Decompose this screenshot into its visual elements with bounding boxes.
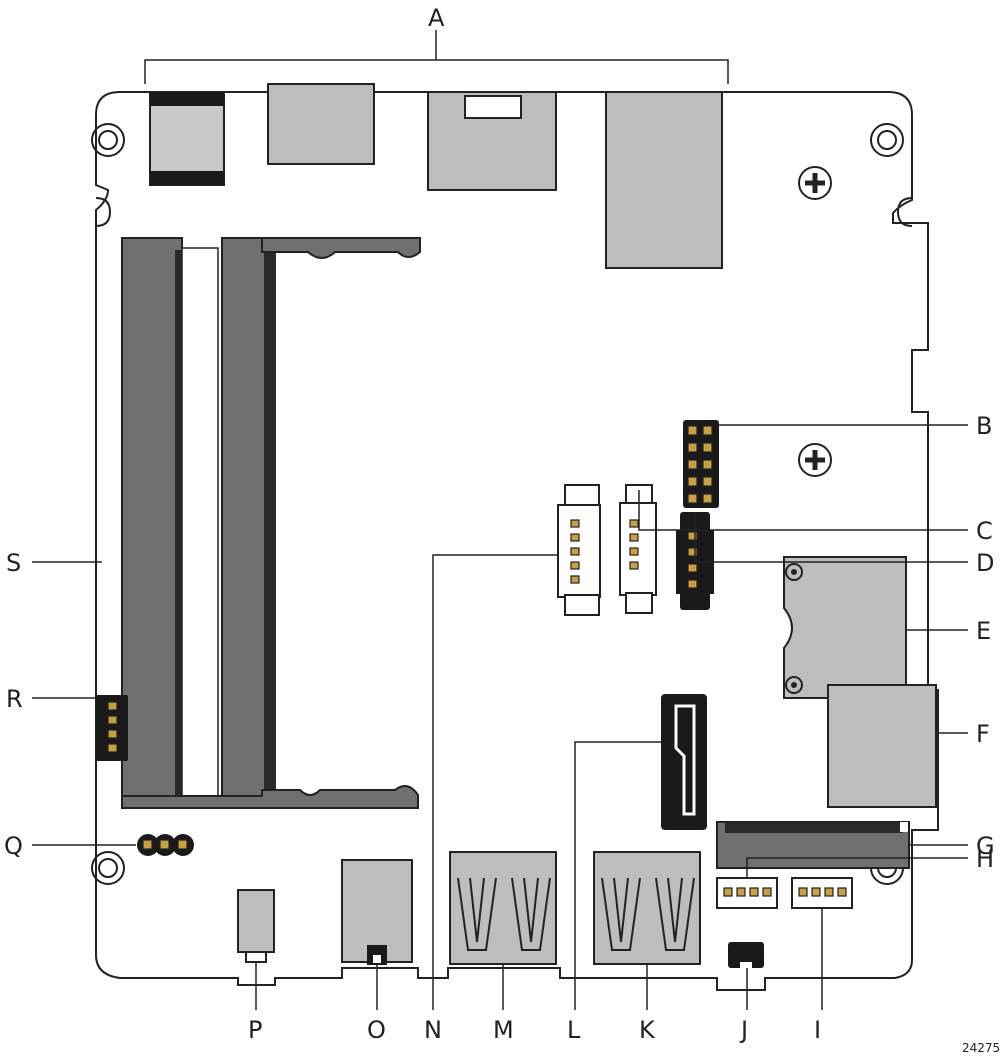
front-panel-header — [683, 420, 719, 508]
callout-g: G — [976, 832, 995, 860]
front-components — [237, 851, 853, 968]
callout-d: D — [976, 549, 994, 577]
callout-i: I — [814, 1016, 821, 1044]
internal-header-n — [557, 484, 601, 616]
callout-a: A — [428, 4, 445, 32]
m2-ssd-connector — [716, 821, 910, 869]
callout-j: J — [739, 1016, 748, 1044]
internal-header-c — [619, 484, 657, 614]
component-f — [827, 684, 937, 808]
usb-port-k — [593, 851, 701, 965]
usb-port-m — [449, 851, 557, 965]
callout-o: O — [367, 1016, 386, 1044]
callout-s: S — [6, 549, 21, 577]
sodimm-socket-1 — [121, 237, 183, 801]
callout-q: Q — [4, 832, 23, 860]
mounting-hole-top-right — [870, 123, 904, 157]
callout-e: E — [976, 617, 991, 645]
internal-header-i — [791, 877, 853, 909]
m2-wireless-module — [783, 556, 907, 699]
leader-lines — [32, 30, 968, 1010]
figure-number: 24275 — [962, 1041, 1000, 1055]
internal-header-h — [716, 877, 778, 909]
screw-icon — [798, 166, 832, 477]
callout-r: R — [6, 685, 23, 713]
callout-b: B — [976, 412, 992, 440]
sata-connector — [661, 694, 707, 830]
callout-f: F — [976, 720, 990, 748]
callout-k: K — [639, 1016, 656, 1044]
callout-l: L — [567, 1016, 581, 1044]
sodimm-sockets — [121, 237, 421, 809]
callout-labels: A B C D E F G H I J K L M N O P Q R S 24… — [4, 4, 1000, 1055]
back-panel-connectors — [149, 83, 723, 269]
callout-m: M — [493, 1016, 514, 1044]
jumper-q — [137, 834, 194, 856]
component-p — [237, 889, 275, 953]
dc-power-jack — [149, 91, 225, 186]
callout-n: N — [424, 1016, 442, 1044]
sodimm-latch-top — [261, 237, 421, 259]
callout-h: H — [976, 845, 994, 873]
component-j — [728, 942, 764, 968]
internal-header-r — [96, 695, 128, 761]
mounting-hole-top-left — [91, 123, 125, 157]
board-outline — [95, 91, 939, 991]
mounting-hole-bottom-left — [91, 851, 125, 885]
callout-p: P — [248, 1016, 262, 1044]
callout-c: C — [976, 517, 993, 545]
usb-stack-connector — [605, 91, 723, 269]
hdmi-connector — [267, 83, 375, 165]
sodimm-latch-bottom — [121, 785, 419, 809]
